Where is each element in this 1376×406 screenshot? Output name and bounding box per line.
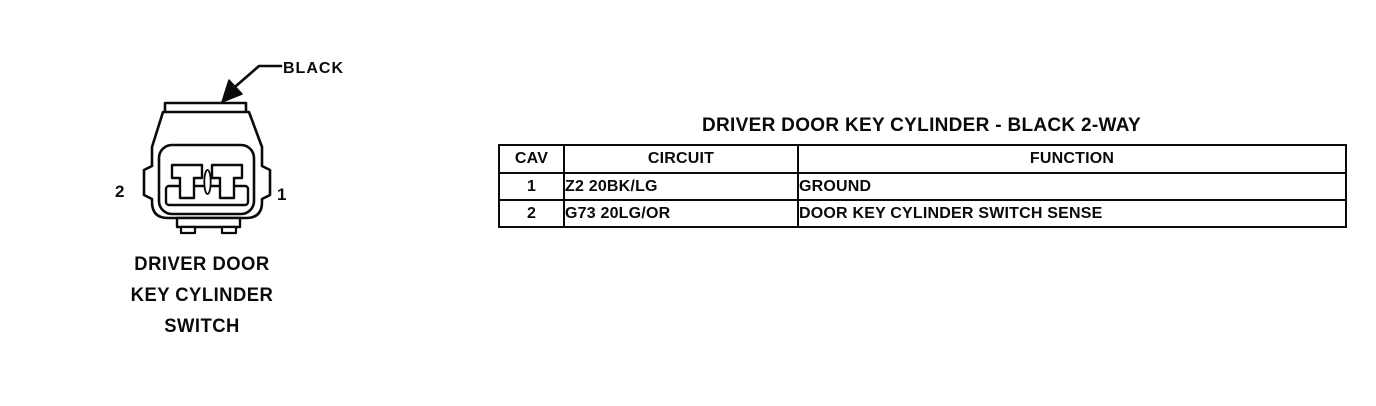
bottom-tab — [175, 216, 242, 229]
table-header-row: CAV CIRCUIT FUNCTION — [498, 144, 1347, 174]
connector-caption-line: KEY CYLINDER — [130, 285, 274, 306]
cell-function: GROUND — [797, 172, 1347, 201]
connector-caption-line: DRIVER DOOR — [134, 254, 270, 275]
table-row: 1 Z2 20BK/LG GROUND — [498, 172, 1347, 201]
cell-circuit: Z2 20BK/LG — [563, 172, 799, 201]
connector-caption: DRIVER DOOR KEY CYLINDER SWITCH — [101, 249, 303, 342]
cell-cav: 1 — [498, 172, 565, 201]
connector-caption-line: SWITCH — [164, 316, 240, 337]
cell-function: DOOR KEY CYLINDER SWITCH SENSE — [797, 199, 1347, 228]
table-title: DRIVER DOOR KEY CYLINDER - BLACK 2-WAY — [702, 115, 1141, 136]
index-slit — [203, 169, 212, 195]
arrowhead-icon — [221, 79, 243, 103]
cell-cav: 2 — [498, 199, 565, 228]
col-header-cav: CAV — [498, 144, 565, 174]
callout-arrow — [221, 64, 283, 103]
table-row: 2 G73 20LG/OR DOOR KEY CYLINDER SWITCH S… — [498, 199, 1347, 228]
terminal-2 — [170, 163, 204, 200]
connector-diagram: BLACK 2 1 — [115, 60, 344, 235]
bottom-foot-left — [179, 225, 197, 235]
col-header-function: FUNCTION — [797, 144, 1347, 174]
terminal-1 — [210, 163, 244, 200]
pin-number-1: 1 — [277, 185, 286, 204]
wire-color-label: BLACK — [283, 60, 344, 77]
cell-circuit: G73 20LG/OR — [563, 199, 799, 228]
bottom-foot-right — [220, 225, 238, 235]
col-header-circuit: CIRCUIT — [563, 144, 799, 174]
pinout-table: CAV CIRCUIT FUNCTION 1 Z2 20BK/LG GROUND… — [498, 144, 1347, 228]
pin-number-2: 2 — [115, 182, 124, 201]
